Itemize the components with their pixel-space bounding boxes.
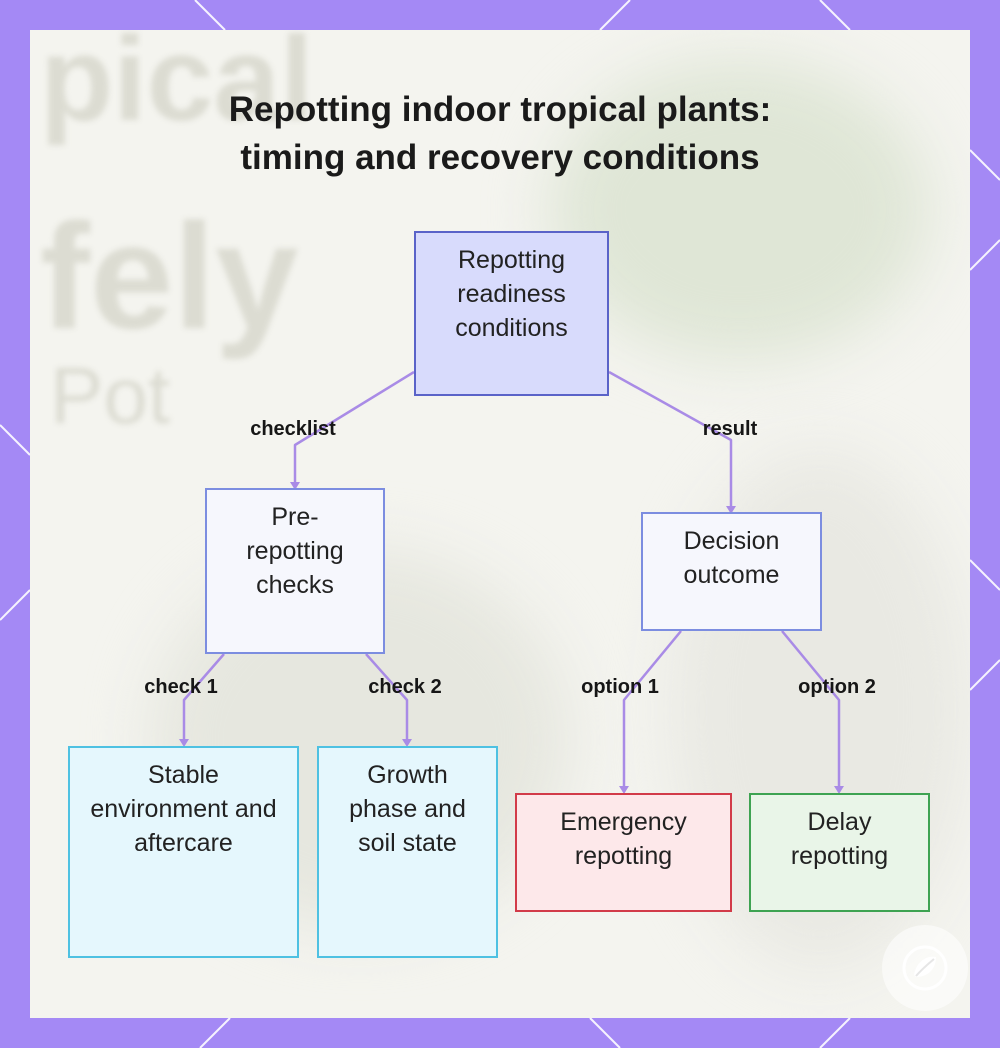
edge-label-check-2: check 2 <box>368 676 442 698</box>
node-stable-environment-and-aftercare: Stable environment and aftercare <box>68 746 299 958</box>
arrow-head-growth <box>402 739 412 747</box>
edge-label-result: result <box>702 418 758 440</box>
edge-root-decision <box>608 370 733 512</box>
arrow-head-emergency <box>619 786 629 794</box>
arrow-head-decision <box>726 506 736 514</box>
background-blob <box>550 60 930 360</box>
arrow-head-delay <box>834 786 844 794</box>
background-text: fely <box>40 192 299 360</box>
node-delay-repotting: Delay repotting <box>749 793 930 912</box>
arrow-head-pre-checks <box>290 482 300 490</box>
page-title: Repotting indoor tropical plants: timing… <box>0 86 1000 182</box>
node-emergency-repotting: Emergency repotting <box>515 793 732 912</box>
edge-pre-growth <box>365 653 409 745</box>
node-pre-repotting-checks: Pre-repotting checks <box>205 488 385 654</box>
background-text: pical <box>40 30 314 146</box>
brand-logo <box>882 925 968 1011</box>
arrow-head-stable <box>179 739 189 747</box>
edge-pre-stable <box>182 653 225 745</box>
edge-decision-delay <box>781 630 841 792</box>
edge-label-check-1: check 1 <box>144 676 218 698</box>
edge-label-option-1: option 1 <box>581 676 659 698</box>
edge-label-checklist: checklist <box>250 418 336 440</box>
title-line-1: Repotting indoor tropical plants: <box>228 90 772 129</box>
edge-decision-emergency <box>622 630 682 792</box>
title-line-2: timing and recovery conditions <box>240 138 760 177</box>
node-growth-phase-and-soil-state: Growth phase and soil state <box>317 746 498 958</box>
background-text: Pot <box>50 351 171 440</box>
edge-label-option-2: option 2 <box>798 676 876 698</box>
node-repotting-readiness-conditions: Repotting readiness conditions <box>414 231 609 396</box>
node-decision-outcome: Decision outcome <box>641 512 822 631</box>
leaf-circle-icon <box>902 945 948 991</box>
edge-root-pre-checks <box>293 370 415 488</box>
